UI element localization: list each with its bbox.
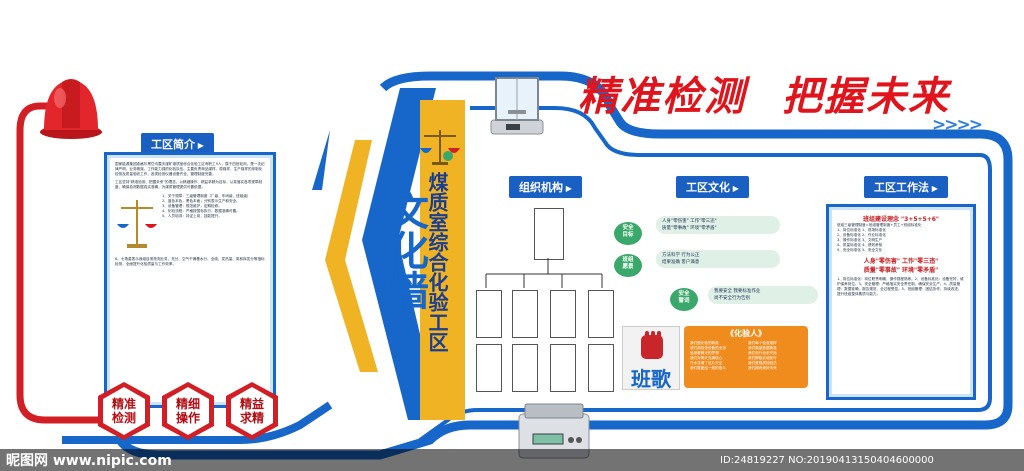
song-line: 追逐着微光的梦想 (690, 351, 719, 355)
org-box (512, 290, 538, 338)
intro-paragraph1: 国家能源集团准格尔黑岱沟露天煤矿煤质室综合化验工区有职工9人，属于四班轮岗，是一… (115, 162, 265, 176)
song-line: 我们要团结一致的奋斗 (690, 366, 726, 370)
analytical-balance-icon (490, 77, 544, 135)
class-song-lyrics: 《化验人》 我们是化验的精英 我们每个检查煤样 我们用检查设备的业务 我们衡量数… (684, 326, 808, 388)
song-line: 我们是化验的精英 (690, 341, 719, 345)
hexagon-line: 操作 (175, 411, 200, 425)
song-line: 我们对明天充满信心 (690, 356, 723, 360)
hexagon-shape-icon (226, 382, 278, 440)
scale-illustration-icon (117, 200, 157, 248)
class-song-title: 《化验人》 (726, 329, 766, 338)
work-method-red-line: 人身"零伤害" 工作"零三违" (863, 258, 939, 265)
class-song-label: 班歌 (631, 367, 671, 391)
hexagon-line: 求精 (239, 411, 264, 425)
gold-title-block (420, 100, 465, 420)
org-box (588, 290, 614, 338)
intro-list-item: 5、人员培训：持证上岗，技能提升。 (162, 214, 222, 218)
blue-outer-stripe (116, 71, 1013, 460)
song-line: 我们是煤质检验员 (748, 361, 777, 365)
culture-list: 安全 目标 人身"零伤害" 工作"零三违" 质量"零事故" 环境"零矛盾" 班组… (614, 206, 818, 316)
safety-helmet-icon (40, 79, 102, 139)
hexagon-shape-icon (162, 382, 214, 440)
blue-lower-band (62, 401, 333, 444)
work-method-rule: 班组三级管理制度=班组管理制度+员工+班组标准化 (837, 223, 922, 227)
work-method-heading: 班组建设理念 "3+5+5+6" (862, 216, 940, 223)
hexagon-group: 精准 检测 精细 操作 精益 求精 (96, 380, 296, 450)
tab-work-area-culture: 工区文化 (676, 176, 749, 198)
watermark-bar (0, 449, 1024, 471)
org-connectors (485, 258, 603, 288)
small-blue-chevron (312, 130, 330, 190)
class-song-badge: 班歌 (622, 326, 680, 391)
slogan-part1: 精准检测 (578, 73, 746, 120)
culture-item-text: 人身"零伤害" 工作"零三违" 质量"零事故" 环境"零矛盾" (656, 216, 780, 234)
intro-paragraph3: 6、七角星表示我组目常抢测业务，充分、空气干燥基水分、全硫、发热量、氮和挥发分等… (115, 257, 265, 266)
raised-fist-icon (641, 331, 663, 359)
hexagon-line: 检测 (111, 411, 136, 425)
lab-scale-flask-icon (420, 130, 460, 165)
work-method-rule: 3、操作标准化 3、文明生产 (837, 238, 883, 242)
intro-list-item: 4、化验流程：严格按国标执行，数据准确可靠。 (162, 209, 240, 213)
culture-wall-title: 文化墙 (382, 190, 429, 310)
song-line: 我们衡量数据精准 (748, 346, 777, 350)
work-method-panel: 班组建设理念 "3+5+5+6" 班组三级管理制度=班组管理制度+员工+班组标准… (826, 204, 976, 400)
song-line: 我们每个检查煤样 (748, 341, 777, 345)
electronic-scale-icon (518, 403, 590, 459)
org-chart (476, 208, 616, 400)
org-box (512, 344, 538, 392)
work-method-rule: 4、质量标准化 4、绩效考核 (837, 243, 883, 247)
org-box (588, 344, 614, 392)
song-line: 我们脚踏实地前行 (748, 356, 777, 360)
culture-item-text: 方法科学 行为公正 结果准确 客户满意 (656, 250, 780, 268)
song-line: 我们拥有美好未来 (748, 366, 777, 370)
culture-item-text: 我要安全 我要标准作业 尚不安全行为告别 (708, 286, 818, 304)
song-line: 我们用检查设备的业务 (690, 346, 726, 350)
hexagon-badge: 精准 检测 (96, 380, 152, 442)
work-method-rule: 2、设备标准化 2、作业标准化 (837, 233, 886, 237)
hexagon-badge: 精细 操作 (160, 380, 216, 442)
work-method-red-line: 质量"零事故" 环境"零矛盾" (863, 267, 939, 274)
gold-chevron (325, 140, 378, 372)
culture-item-label: 安全 誓词 (670, 288, 698, 311)
culture-item-label: 安全 目标 (614, 222, 642, 245)
intro-list-item: 3、设备管理：规范维护，定期检修。 (162, 204, 222, 208)
hexagon-badge: 精益 求精 (224, 380, 280, 442)
red-stripe (16, 102, 120, 424)
org-box (476, 290, 502, 338)
culture-item-label: 班组 愿景 (614, 254, 642, 277)
intro-list-item: 2、蓝色本色，黑色本面；分别表示生产和安全。 (162, 199, 240, 203)
org-box (550, 344, 576, 392)
work-method-body: 1、岗位标准化：岗位职责明确，操作规程熟练。2、设备标准化：设备完好，维护保养到… (837, 277, 964, 296)
intro-list-item: 1、关于规章：三级管理制度（厂级、车间级、班组级） (162, 194, 251, 198)
hexagon-line: 精益 (239, 397, 264, 411)
song-line: 汗水浇灌了这片天空 (690, 361, 723, 365)
tab-organization: 组织机构 (509, 176, 582, 198)
org-box (476, 344, 502, 392)
hexagon-line: 精细 (175, 397, 200, 411)
slogan-part2: 把握未来 (782, 73, 950, 120)
chevron-arrows: >>>> (932, 115, 983, 135)
hexagon-shape-icon (98, 382, 150, 440)
org-box (550, 290, 576, 338)
work-method-rule: 1、岗位标准化 1、现场标准化 (837, 228, 886, 232)
work-method-rule: 5、安全标准化 5、安全文化 (837, 248, 883, 252)
hexagon-line: 精准 (111, 397, 136, 411)
song-line: 我们用行动来开始 (748, 351, 777, 355)
intro-paragraph2: 工区坚持"精准检测、把握未来"的理念，以精细操作、精益求精为目标，认真落实各项规… (115, 180, 263, 189)
tab-work-method: 工区工作法 (864, 176, 948, 198)
work-area-title: 煤质室综合化验工区 (425, 172, 449, 352)
org-box-top (534, 208, 564, 260)
watermark-left: 昵图网 www.nipic.com (6, 453, 172, 469)
watermark-right: ID:24819227 NO:20190413150404600000 (720, 455, 934, 466)
intro-panel: 国家能源集团准格尔黑岱沟露天煤矿煤质室综合化验工区有职工9人，属于四班轮岗，是一… (104, 152, 276, 408)
tab-work-area-intro: 工区简介 (141, 133, 214, 155)
blue-inner-stripe (418, 106, 992, 442)
